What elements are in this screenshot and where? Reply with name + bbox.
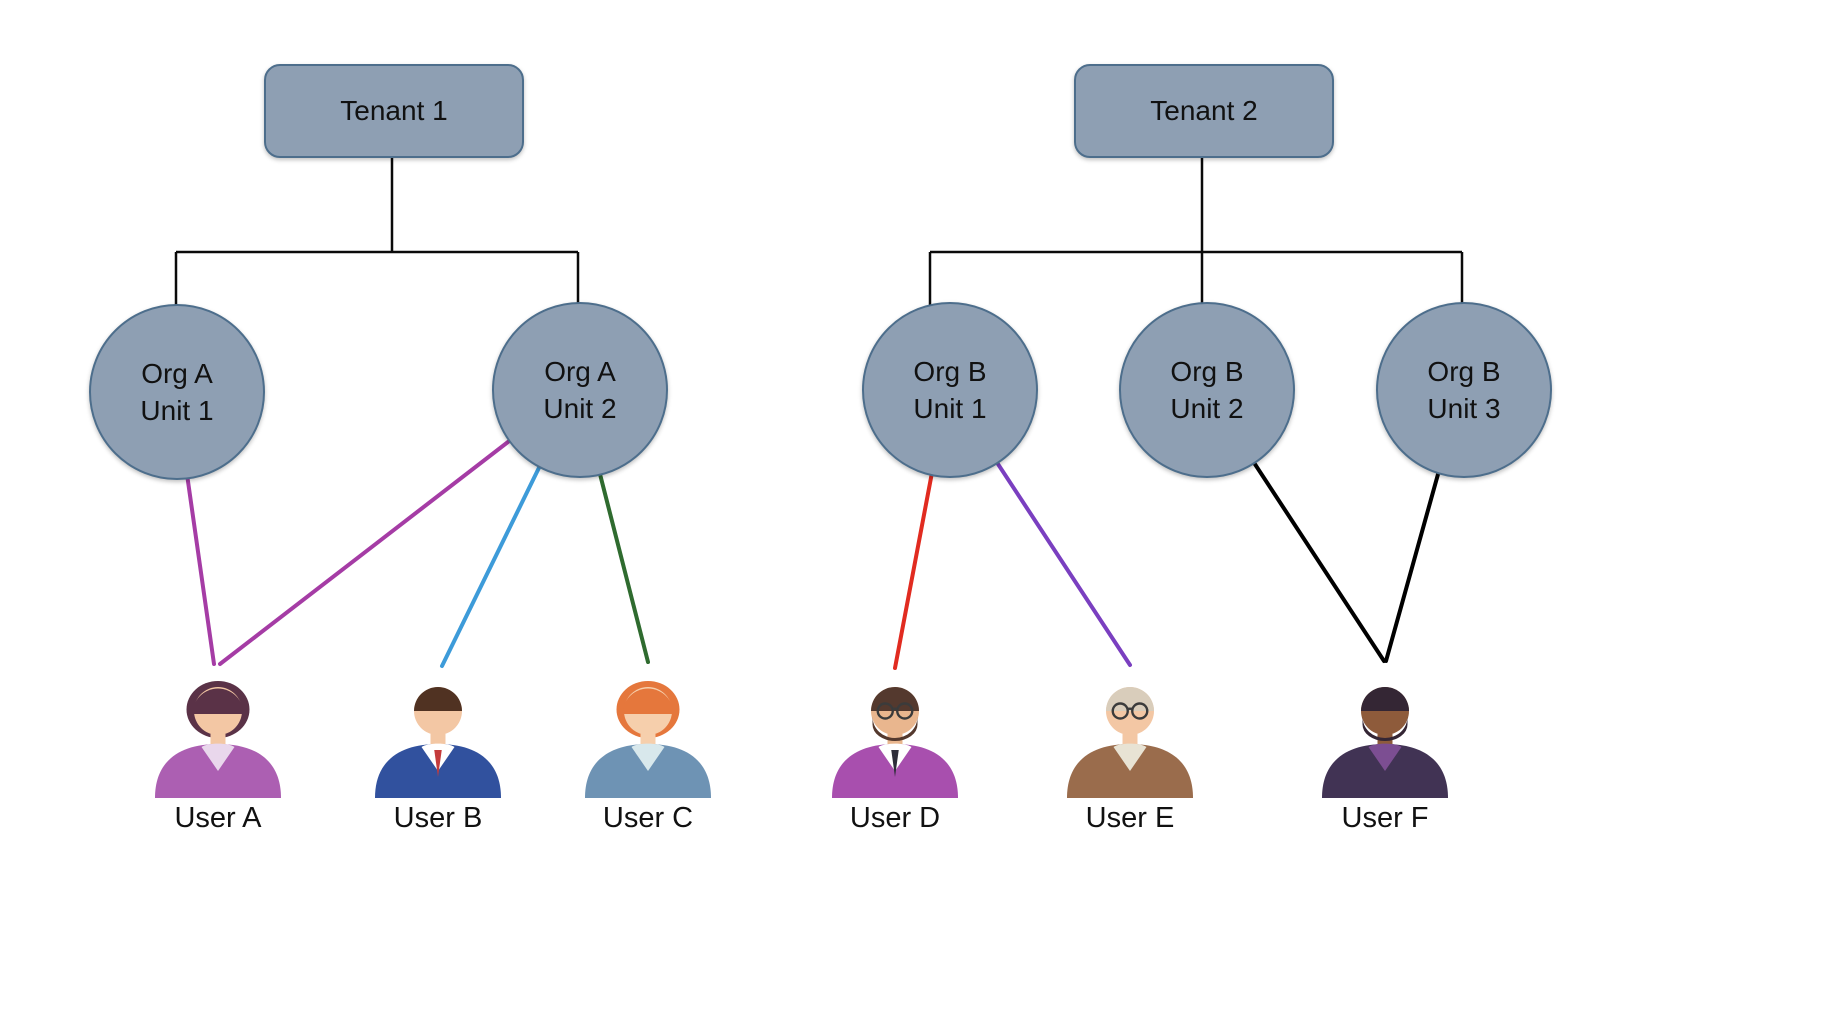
hair-fringe — [414, 687, 462, 711]
inner-shirt — [1113, 743, 1147, 771]
tenant2-node: Tenant 2 — [1074, 64, 1334, 158]
glasses — [876, 702, 914, 720]
user-d-label: User D — [849, 802, 941, 834]
user-b-avatar — [375, 687, 501, 798]
hair-fringe — [192, 688, 244, 714]
orgA-unit2-node: Org A Unit 2 — [492, 302, 668, 478]
tenant2-label: Tenant 2 — [1150, 95, 1258, 126]
hair-fringe — [622, 688, 674, 714]
user-d-avatar — [832, 687, 958, 798]
user-a: User A — [143, 660, 293, 835]
user-e-avatar — [1067, 687, 1193, 798]
inner-shirt — [631, 743, 665, 771]
user-f-avatar — [1322, 687, 1448, 798]
orgB-unit2-node: Org B Unit 2 — [1119, 302, 1295, 478]
orgB-unit1-node: Org B Unit 1 — [862, 302, 1038, 478]
user-f: User F — [1310, 660, 1460, 835]
user-a-label: User A — [174, 802, 262, 834]
user-d: User D — [820, 660, 970, 835]
user-e: User E — [1055, 660, 1205, 835]
user-b: User B — [363, 660, 513, 835]
orgA-unit2-label-line2: Unit 2 — [543, 393, 617, 424]
tenant1-label: Tenant 1 — [340, 95, 448, 126]
user-c-label: User C — [602, 802, 694, 834]
orgA-unit1-node: Org A Unit 1 — [89, 304, 265, 480]
orgA-unit2-label-line1: Org A — [544, 356, 616, 387]
tie — [891, 750, 899, 777]
tenant1-node: Tenant 1 — [264, 64, 524, 158]
hair-fringe — [1361, 687, 1409, 711]
tie — [434, 750, 442, 777]
orgB-unit1-label-line2: Unit 1 — [913, 393, 987, 424]
orgB-unit2-label-line2: Unit 2 — [1170, 393, 1244, 424]
orgB-unit3-node: Org B Unit 3 — [1376, 302, 1552, 478]
user-c: User C — [573, 660, 723, 835]
user-c-avatar — [585, 681, 711, 798]
orgB-unit3-label-line2: Unit 3 — [1427, 393, 1501, 424]
user-b-label: User B — [393, 802, 483, 834]
orgB-unit3-label-line1: Org B — [1427, 356, 1501, 387]
orgB-unit1-label-line1: Org B — [913, 356, 987, 387]
glasses — [1111, 702, 1149, 720]
orgA-unit1-label-line1: Org A — [141, 358, 213, 389]
user-e-label: User E — [1085, 802, 1175, 834]
inner-shirt — [1368, 743, 1402, 771]
user-a-avatar — [155, 681, 281, 798]
orgA-unit1-label-line2: Unit 1 — [140, 395, 214, 426]
orgB-unit2-label-line1: Org B — [1170, 356, 1244, 387]
inner-shirt — [201, 743, 235, 771]
user-f-label: User F — [1341, 802, 1429, 834]
